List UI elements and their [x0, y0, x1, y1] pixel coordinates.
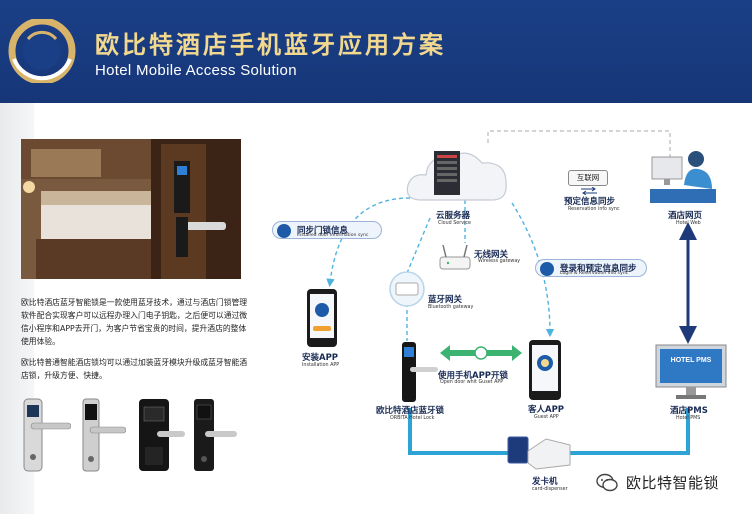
hotel-pms-en: Hotel PMS: [676, 416, 701, 421]
card-dispenser-cn: 发卡机: [532, 477, 558, 487]
wifi-icon: [540, 262, 554, 276]
cloud-label-en: Cloud Service: [438, 221, 471, 226]
hotel-lock-icon: [402, 342, 438, 402]
guest-app-en: Guest APP: [534, 415, 559, 420]
install-app-en: Installation APP: [302, 363, 340, 368]
wechat-watermark: 欧比特智能锁: [596, 472, 719, 493]
reservation-sync-cn: 预定信息同步: [564, 197, 616, 207]
page-title: 欧比特酒店手机蓝牙应用方案: [95, 31, 446, 59]
hotel-pms-cn: 酒店PMS: [670, 406, 708, 416]
card-dispenser-icon: [507, 436, 571, 470]
wireless-gateway-en: Wireless gateway: [478, 259, 521, 264]
cloud-server-icon: [406, 151, 507, 201]
intro-paragraph-1: 欧比特酒店蓝牙智能锁是一款使用蓝牙技术，通过与酒店门锁管理软件配合实现客户可以远…: [21, 298, 248, 346]
receptionist-icon: [650, 151, 716, 203]
sync-arrows-icon: [581, 187, 597, 195]
guest-app-cn: 客人APP: [528, 405, 565, 415]
hotel-room-photo: [21, 139, 241, 279]
lock-product-black-1: [139, 399, 185, 471]
intro-paragraph-2: 欧比特普通智能酒店锁均可以通过加装蓝牙模块升级成蓝牙智能酒店锁，升级方便、快捷。: [21, 358, 248, 380]
cloud-label-cn: 云服务器: [436, 211, 471, 221]
page-subtitle: Hotel Mobile Access Solution: [95, 62, 297, 79]
sync-lock-info-pill: 同步门锁信息 Installed door information sync: [272, 221, 382, 239]
internet-box: 互联网: [568, 170, 608, 186]
bluetooth-gateway-icon: [389, 271, 425, 307]
bluetooth-gateway-en: Bluetooth gateway: [428, 305, 474, 310]
hotel-lock-cn: 欧比特酒店蓝牙锁: [376, 406, 445, 416]
wechat-watermark-text: 欧比特智能锁: [626, 474, 720, 492]
hotel-pms-monitor-icon: [655, 344, 727, 399]
bluetooth-gateway-cn: 蓝牙网关: [428, 295, 463, 305]
wireless-gateway-icon: [439, 244, 471, 270]
orbita-logo-icon: [8, 19, 76, 83]
hotel-lock-en: ORBITA Hotel Lock: [390, 416, 435, 421]
installation-phone-icon: [307, 289, 337, 347]
install-app-cn: 安装APP: [302, 353, 339, 363]
card-dispenser-en: card-dispenser: [532, 487, 568, 492]
wechat-icon: [596, 473, 618, 491]
lock-product-silver-1: [23, 398, 71, 472]
pms-screen-text: HOTEL PMS: [670, 357, 712, 364]
reservation-sync-en: Reservation info sync: [568, 207, 620, 212]
lock-product-silver-2: [82, 398, 126, 472]
guest-phone-icon: [529, 340, 561, 400]
header-banner: 欧比特酒店手机蓝牙应用方案 Hotel Mobile Access Soluti…: [0, 0, 752, 103]
lock-product-black-2: [194, 399, 237, 471]
hotel-web-cn: 酒店网页: [668, 211, 703, 221]
login-sync-pill: 登录和预定信息同步 Login & Reservation info sync: [535, 259, 647, 277]
system-diagram: 云服务器 Cloud Service 互联网 预定信息同步 Reservatio…: [250, 103, 752, 514]
wireless-gateway-cn: 无线网关: [474, 250, 509, 260]
open-with-app-cn: 使用手机APP开锁: [438, 371, 509, 381]
open-with-app-en: Open door whit Guset APP: [440, 380, 504, 385]
hotel-web-en: Hotel Web: [676, 221, 701, 226]
wifi-icon: [277, 224, 291, 238]
